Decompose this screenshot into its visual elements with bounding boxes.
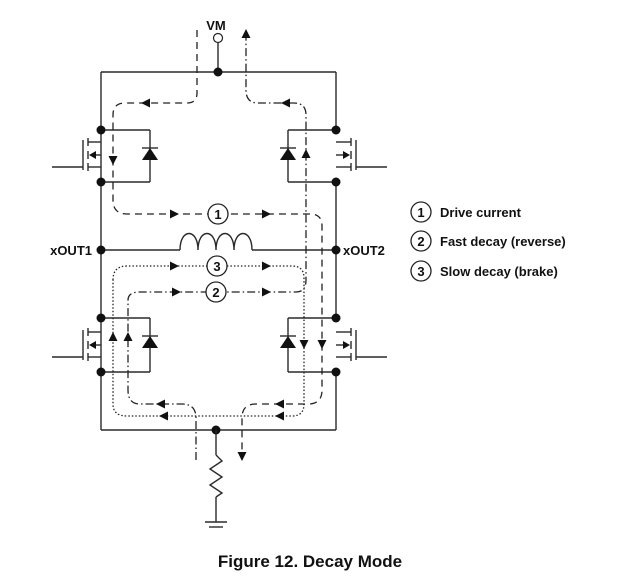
marker-path-2: 2	[205, 281, 227, 303]
node	[331, 125, 341, 135]
svg-text:1: 1	[417, 205, 424, 220]
svg-text:3: 3	[417, 264, 424, 279]
motor-inductor	[101, 232, 336, 251]
legend: 1 Drive current 2 Fast decay (reverse) 3…	[410, 201, 566, 282]
svg-text:Drive current: Drive current	[440, 205, 522, 220]
high-side-right-diode	[280, 147, 296, 160]
figure-caption: Figure 12. Decay Mode	[218, 552, 402, 571]
svg-text:1: 1	[214, 207, 221, 222]
node	[96, 313, 106, 323]
xout2-label: xOUT2	[343, 243, 385, 258]
vm-node	[213, 67, 223, 77]
path-fast-decay	[123, 29, 311, 460]
node	[96, 125, 106, 135]
svg-text:2: 2	[212, 285, 219, 300]
path-slow-decay	[108, 261, 309, 421]
sense-resistor	[208, 430, 224, 522]
svg-text:3: 3	[213, 259, 220, 274]
svg-text:Fast decay (reverse): Fast decay (reverse)	[440, 234, 566, 249]
node	[331, 313, 341, 323]
svg-text:Slow decay (brake): Slow decay (brake)	[440, 264, 558, 279]
low-side-left-diode	[142, 335, 158, 348]
low-side-right-mosfet	[287, 317, 387, 373]
node	[96, 367, 106, 377]
bridge-frame	[100, 71, 337, 431]
legend-item-fast-decay: 2 Fast decay (reverse)	[410, 230, 566, 252]
node	[331, 177, 341, 187]
xout1-node	[96, 245, 106, 255]
vm-terminal	[212, 32, 224, 44]
legend-item-slow-decay: 3 Slow decay (brake)	[410, 260, 558, 282]
marker-path-3: 3	[206, 255, 228, 277]
high-side-right-mosfet	[287, 129, 387, 183]
marker-path-1: 1	[207, 203, 229, 225]
high-side-left-diode	[142, 147, 158, 160]
node	[331, 367, 341, 377]
xout2-node	[331, 245, 341, 255]
high-side-left-mosfet	[52, 129, 151, 183]
low-side-right-diode	[280, 335, 296, 348]
xout1-label: xOUT1	[50, 243, 92, 258]
node	[96, 177, 106, 187]
legend-item-drive-current: 1 Drive current	[410, 201, 522, 223]
path-drive-current	[108, 30, 327, 461]
vm-label: VM	[206, 18, 226, 33]
low-side-left-mosfet	[52, 317, 151, 373]
ground-icon	[205, 521, 227, 528]
svg-text:2: 2	[417, 234, 424, 249]
